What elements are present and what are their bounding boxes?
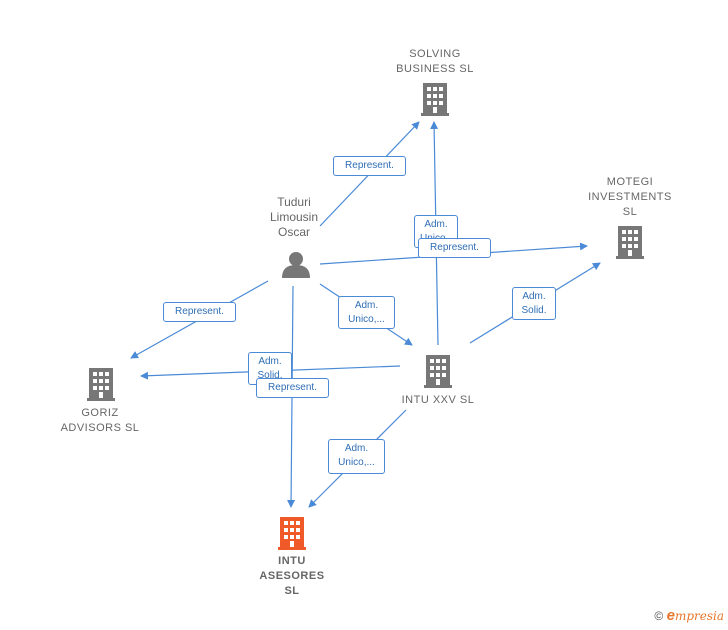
person-icon[interactable]: [282, 252, 310, 278]
edge-label-tuduri-motegi[interactable]: Represent.: [418, 238, 491, 258]
focus-building-icon[interactable]: [278, 517, 306, 550]
building-icon[interactable]: [616, 226, 644, 259]
edge-label-intu-motegi[interactable]: Adm. Solid.: [512, 287, 556, 320]
node-label-goriz-advisors[interactable]: GORIZ ADVISORS SL: [60, 407, 140, 434]
edge-label-tuduri-goriz[interactable]: Represent.: [163, 302, 236, 322]
brand-e: e: [666, 607, 675, 624]
brand-name: mpresia: [674, 609, 724, 623]
edge-label-tuduri-solving[interactable]: Represent.: [333, 156, 406, 176]
node-label-intu-asesores[interactable]: INTU ASESORES SL: [259, 555, 325, 597]
node-label-intu-xxv[interactable]: INTU XXV SL: [401, 394, 475, 406]
building-icon[interactable]: [424, 355, 452, 388]
node-label-solving-business[interactable]: SOLVING BUSINESS SL: [396, 48, 474, 75]
copyright-symbol: ©: [654, 609, 664, 623]
edge-label-tuduri-asesores[interactable]: Represent.: [256, 378, 329, 398]
empresia-logo[interactable]: © empresia: [654, 607, 724, 624]
node-label-motegi-investments[interactable]: MOTEGI INVESTMENTS SL: [588, 176, 672, 218]
edge-label-intu-asesores[interactable]: Adm. Unico,...: [328, 439, 385, 474]
building-icon[interactable]: [421, 83, 449, 116]
building-icon[interactable]: [87, 368, 115, 401]
node-label-tuduri-limousin-oscar[interactable]: Tuduri Limousin Oscar: [269, 195, 319, 239]
edge-label-tuduri-intu[interactable]: Adm. Unico,...: [338, 296, 395, 329]
